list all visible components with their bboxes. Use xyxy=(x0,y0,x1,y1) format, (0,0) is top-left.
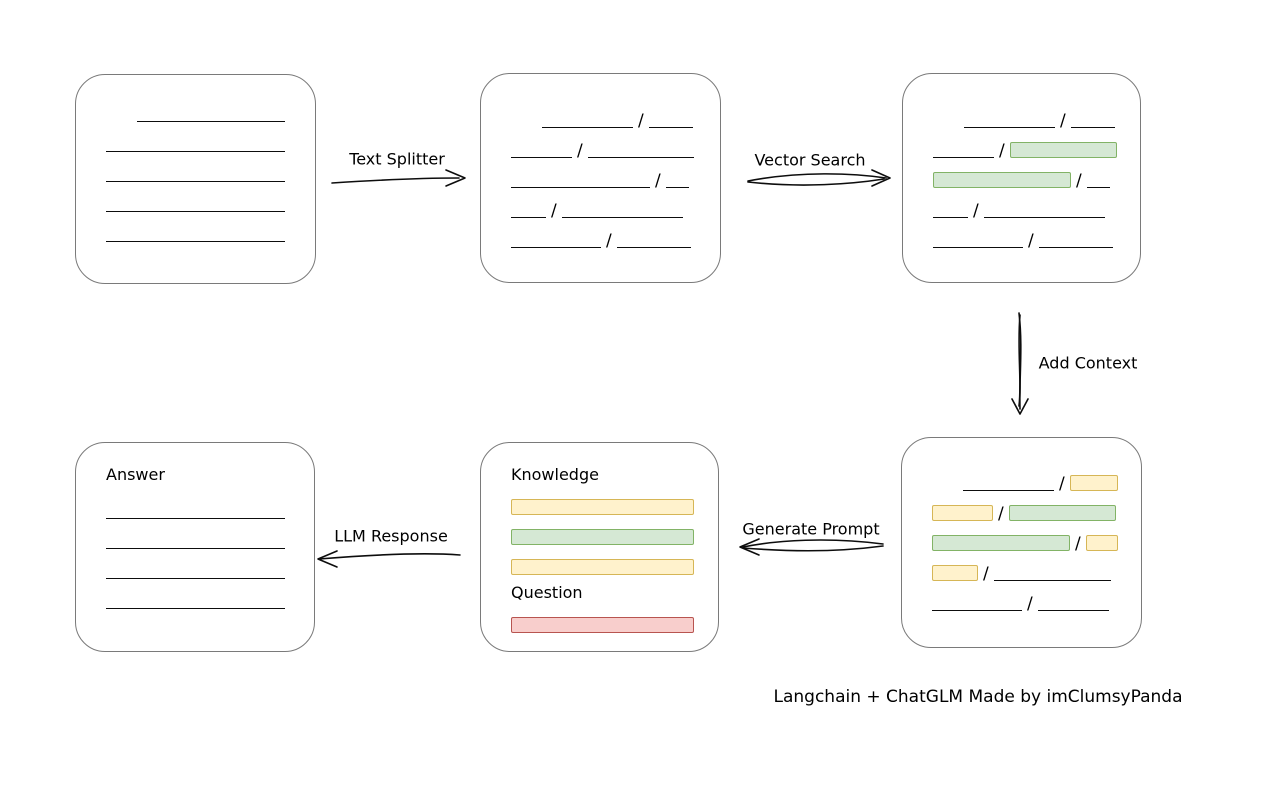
knowledge-label: Knowledge xyxy=(511,465,599,484)
indent-spacer xyxy=(511,127,542,128)
text-line xyxy=(511,217,546,218)
document-text-lines xyxy=(76,75,315,242)
text-line xyxy=(511,187,650,188)
bar-yellow-highlight xyxy=(1069,475,1118,491)
text-line xyxy=(665,187,689,188)
text-line xyxy=(983,217,1105,218)
generate-prompt-label: Generate Prompt xyxy=(742,519,880,539)
caption: Langchain + ChatGLM Made by imClumsyPand… xyxy=(773,687,1183,707)
text-line xyxy=(616,247,691,248)
generate-prompt-arrowhead-icon xyxy=(739,538,760,556)
text-line xyxy=(511,157,572,158)
node-prompt: Knowledge Question xyxy=(480,442,719,652)
bar-green-highlight xyxy=(932,535,1070,551)
vector-search-arrow-2 xyxy=(747,178,885,186)
generate-prompt-arrow xyxy=(742,539,884,548)
text-line xyxy=(561,217,683,218)
slash-separator: / xyxy=(1028,231,1034,251)
slash-separator: / xyxy=(551,201,557,221)
slash-separator: / xyxy=(577,141,583,161)
text-line xyxy=(106,211,285,212)
bar-yellow-highlight xyxy=(932,565,978,581)
vector-search-result-lines: / / / / / xyxy=(903,74,1140,251)
slash-separator: / xyxy=(606,231,612,251)
slash-separator: / xyxy=(973,201,979,221)
text-line xyxy=(106,151,285,152)
node-vector-search-result: / / / / / xyxy=(902,73,1141,283)
text-line xyxy=(106,181,285,182)
text-line xyxy=(1038,247,1113,248)
node-context: / / / / / xyxy=(901,437,1142,648)
text-line xyxy=(1086,187,1110,188)
text-line xyxy=(106,518,285,519)
indent-spacer xyxy=(932,490,963,491)
bar-yellow-highlight xyxy=(511,559,694,575)
node-answer: Answer xyxy=(75,442,315,652)
text-line xyxy=(1037,610,1109,611)
context-lines: / / / / / xyxy=(902,438,1141,614)
knowledge-bars xyxy=(511,485,718,575)
text-line xyxy=(542,127,633,128)
slash-separator: / xyxy=(998,504,1004,524)
llm-response-arrowhead-icon xyxy=(317,550,338,568)
bar-green-highlight xyxy=(1009,142,1117,158)
slash-separator: / xyxy=(638,111,644,131)
bar-green-highlight xyxy=(933,172,1071,188)
vector-search-label: Vector Search xyxy=(754,150,866,170)
add-context-arrowhead-icon xyxy=(1011,398,1029,415)
text-line xyxy=(106,578,285,579)
text-splitter-arrowhead-icon xyxy=(445,169,466,187)
split-text-lines: / / / / / xyxy=(481,74,720,251)
text-line xyxy=(933,157,994,158)
text-splitter-arrow xyxy=(331,177,460,184)
generate-prompt-arrow-2 xyxy=(742,545,884,552)
add-context-arrow-2 xyxy=(1018,314,1021,407)
text-line xyxy=(106,548,285,549)
vector-search-arrowhead-icon xyxy=(871,169,891,187)
slash-separator: / xyxy=(655,171,661,191)
text-line xyxy=(964,127,1055,128)
bar-yellow-highlight xyxy=(1085,535,1118,551)
text-line xyxy=(933,247,1023,248)
slash-separator: / xyxy=(1076,171,1082,191)
text-line xyxy=(1070,127,1115,128)
llm-response-label: LLM Response xyxy=(334,526,448,546)
bar-red-highlight xyxy=(511,617,694,633)
node-split-text: / / / / / xyxy=(480,73,721,283)
text-line xyxy=(933,217,968,218)
vector-search-arrow xyxy=(747,173,887,182)
answer-label: Answer xyxy=(106,465,165,484)
text-splitter-label: Text Splitter xyxy=(349,149,445,169)
llm-response-arrow xyxy=(318,552,461,560)
node-source-document xyxy=(75,74,316,284)
text-line xyxy=(587,157,694,158)
slash-separator: / xyxy=(1060,111,1066,131)
answer-lines xyxy=(106,489,314,609)
bar-yellow-highlight xyxy=(932,505,993,521)
slash-separator: / xyxy=(1027,594,1033,614)
bar-green-highlight xyxy=(511,529,694,545)
slash-separator: / xyxy=(1059,474,1065,494)
slash-separator: / xyxy=(1075,534,1081,554)
text-line xyxy=(963,490,1054,491)
text-line xyxy=(993,580,1111,581)
question-label: Question xyxy=(511,583,583,602)
slash-separator: / xyxy=(983,564,989,584)
text-line xyxy=(932,610,1022,611)
text-line xyxy=(106,241,285,242)
text-line xyxy=(648,127,693,128)
slash-separator: / xyxy=(999,141,1005,161)
add-context-label: Add Context xyxy=(1038,353,1138,373)
bar-green-highlight xyxy=(1008,505,1116,521)
bar-yellow-highlight xyxy=(511,499,694,515)
indent-spacer xyxy=(106,121,137,122)
question-bar xyxy=(511,603,718,633)
text-line xyxy=(511,247,601,248)
text-line xyxy=(137,121,285,122)
indent-spacer xyxy=(933,127,964,128)
add-context-arrow xyxy=(1018,312,1022,410)
text-line xyxy=(106,608,285,609)
